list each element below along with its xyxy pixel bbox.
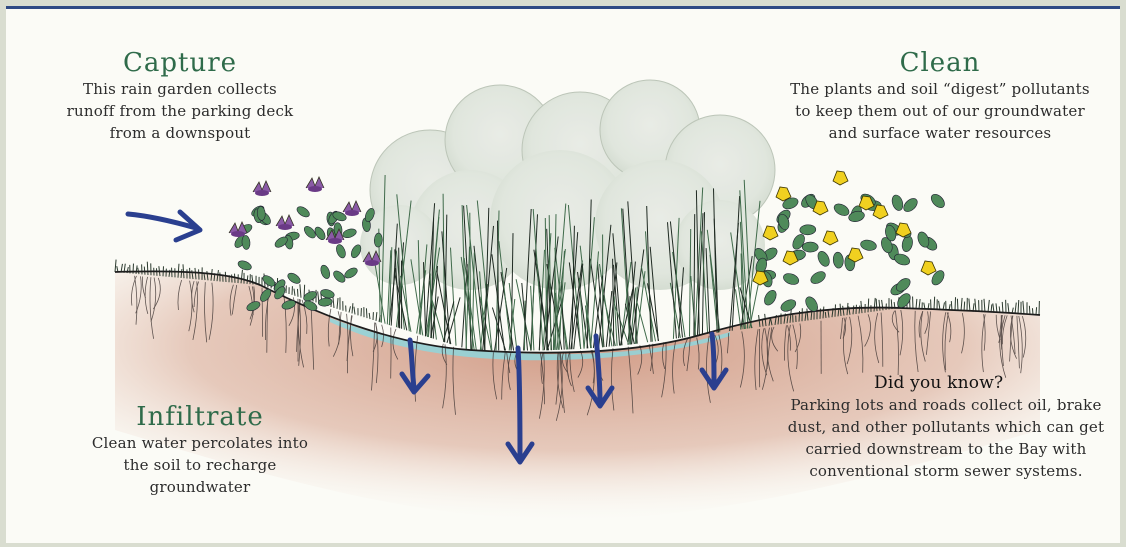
yellow-flower <box>763 226 778 240</box>
turf-blade <box>349 306 350 312</box>
infiltrate-text: Clean water percolates into the soil to … <box>70 432 330 498</box>
turf-blade <box>955 297 956 311</box>
clean-callout: Clean The plants and soil “digest” pollu… <box>790 48 1090 144</box>
flower-center <box>328 238 342 244</box>
infiltrate-callout: Infiltrate Clean water percolates into t… <box>70 402 330 498</box>
leaf <box>286 271 302 285</box>
flower-center <box>231 231 245 237</box>
runoff-arrow <box>128 212 200 240</box>
leaf <box>929 192 947 210</box>
leaf <box>890 194 904 212</box>
leaf <box>237 259 253 272</box>
turf-blade <box>333 296 334 308</box>
turf-blade <box>1008 303 1009 313</box>
yellow-flower <box>823 231 838 245</box>
flower-center <box>308 186 322 192</box>
turf-blade <box>957 299 958 311</box>
leaf <box>832 202 851 219</box>
turf-blade <box>1018 300 1019 314</box>
yellow-flower-plant <box>752 171 947 314</box>
turf-blade <box>934 297 935 310</box>
did-you-know-text: Parking lots and roads collect oil, brak… <box>786 394 1106 482</box>
leaf <box>762 288 779 307</box>
turf-blade <box>337 298 338 309</box>
leaf <box>319 264 331 280</box>
turf-blade <box>366 308 367 318</box>
turf-blade <box>352 303 353 313</box>
yellow-flower <box>833 171 848 185</box>
leaf <box>779 297 798 313</box>
leaf <box>295 205 311 219</box>
clean-heading: Clean <box>790 48 1090 78</box>
turf-blade <box>1023 301 1024 314</box>
infiltrate-heading: Infiltrate <box>70 402 330 432</box>
turf-blade <box>1036 307 1037 315</box>
clean-text: The plants and soil “digest” pollutants … <box>790 78 1090 144</box>
leaf <box>343 266 359 280</box>
turf-blade <box>376 312 377 321</box>
leaf <box>318 297 333 307</box>
turf-blade <box>297 289 298 297</box>
leaf <box>241 235 250 250</box>
turf-blade <box>1029 306 1030 315</box>
turf-blade <box>294 289 295 296</box>
flower-center <box>255 190 269 196</box>
turf-blade <box>115 260 116 272</box>
turf-blade <box>1002 302 1003 313</box>
turf-blade <box>354 307 355 315</box>
flower-center <box>365 260 379 266</box>
grass-blade <box>648 283 659 341</box>
turf-blade <box>1015 303 1016 314</box>
capture-text: This rain garden collects runoff from th… <box>40 78 320 144</box>
capture-heading: Capture <box>40 48 320 78</box>
turf-blade <box>916 299 917 309</box>
turf-blade <box>961 298 962 311</box>
turf-blade <box>825 312 826 318</box>
turf-blade <box>300 284 301 297</box>
leaf <box>802 242 818 252</box>
yellow-flower <box>921 261 936 275</box>
leaf <box>782 271 801 286</box>
turf-blade <box>868 299 869 313</box>
leaf <box>342 227 358 239</box>
leaf <box>800 224 817 235</box>
grass-blade <box>516 279 531 350</box>
turf-blade <box>988 300 989 312</box>
leaf <box>860 239 878 252</box>
leaf <box>335 243 347 259</box>
turf-blade <box>969 299 970 312</box>
capture-callout: Capture This rain garden collects runoff… <box>40 48 320 144</box>
grass-blade <box>637 301 648 343</box>
leaf <box>848 210 866 224</box>
turf-blade <box>225 272 226 282</box>
did-you-know-callout: Did you know? Parking lots and roads col… <box>786 372 1106 482</box>
turf-blade <box>919 299 920 309</box>
turf-blade <box>975 299 976 312</box>
leaf <box>809 269 828 286</box>
leaf <box>832 252 844 269</box>
flower-center <box>278 224 292 230</box>
grass-blade <box>691 276 696 336</box>
did-you-know-heading: Did you know? <box>786 372 1106 394</box>
leaf <box>816 249 832 268</box>
leaf <box>901 196 920 214</box>
shrub <box>360 80 775 290</box>
turf-blade <box>369 313 370 319</box>
grass-blade <box>555 293 556 350</box>
turf-blade <box>984 299 985 312</box>
flower-center <box>345 210 359 216</box>
